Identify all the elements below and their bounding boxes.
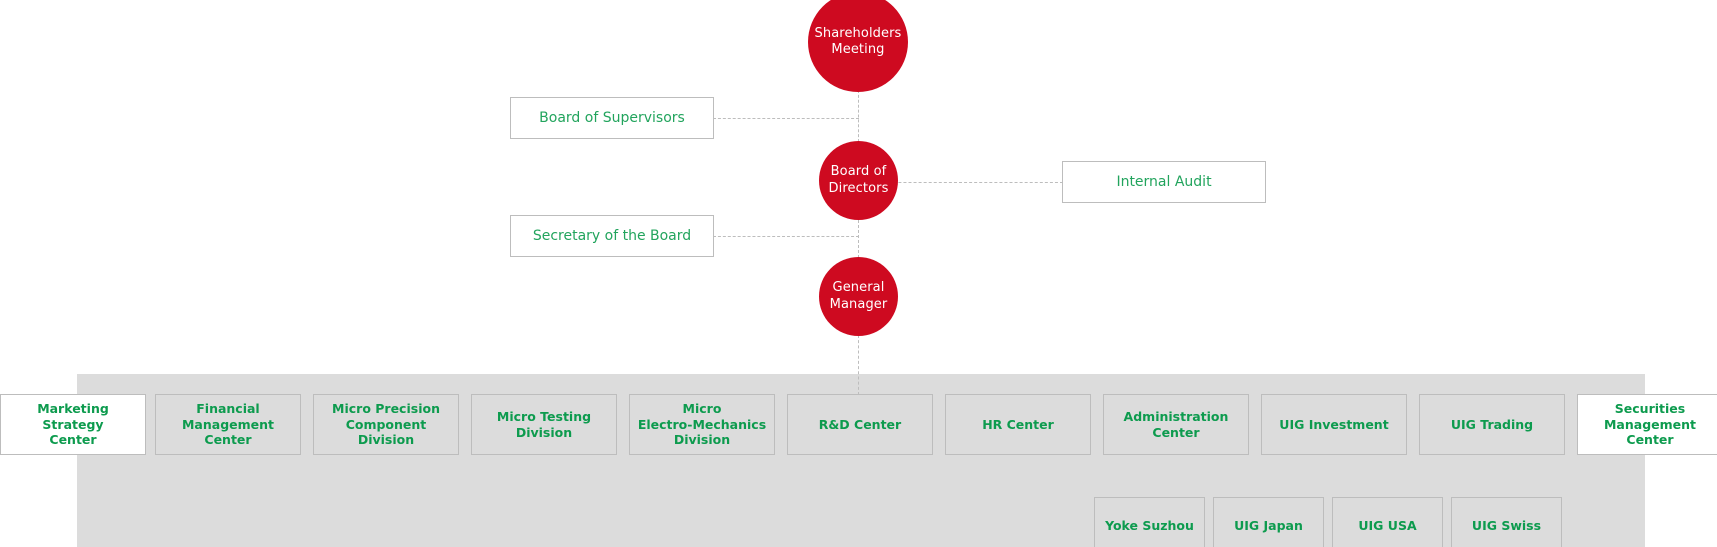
- dept-label-line: Center: [204, 432, 252, 448]
- dept-box-micro-testing-division[interactable]: Micro Testing Division: [471, 394, 617, 455]
- sub-label: Yoke Suzhou: [1105, 518, 1194, 534]
- shareholders-meeting-label-line2: Meeting: [831, 42, 885, 57]
- general-manager-label-line2: Manager: [829, 296, 888, 312]
- sub-label: UIG USA: [1358, 518, 1417, 534]
- dept-label-line: Management: [181, 416, 274, 432]
- board-of-directors-label-line2: Directors: [828, 180, 889, 196]
- sub-box-yoke-suzhou[interactable]: Yoke Suzhou: [1094, 497, 1205, 547]
- dept-box-administration-center[interactable]: Administration Center: [1103, 394, 1249, 455]
- dept-label-line: R&D Center: [818, 416, 902, 432]
- node-internal-audit[interactable]: Internal Audit: [1062, 161, 1266, 203]
- internal-audit-label: Internal Audit: [1116, 174, 1212, 190]
- connector-shareholders-to-board: [858, 90, 859, 142]
- dept-label-line: Micro: [682, 401, 722, 417]
- dept-label-line: Management: [1603, 416, 1696, 432]
- connector-board-to-gm: [858, 220, 859, 258]
- board-of-supervisors-label: Board of Supervisors: [539, 110, 685, 126]
- dept-label-line: Center: [1626, 432, 1674, 448]
- sub-label: UIG Japan: [1234, 518, 1303, 534]
- dept-label-line: Administration: [1123, 408, 1229, 424]
- dept-label-line: Division: [515, 424, 573, 440]
- secretary-of-the-board-label: Secretary of the Board: [532, 228, 692, 244]
- node-board-of-directors[interactable]: Board of Directors: [819, 141, 898, 220]
- dept-label-line: Electro-Mechanics: [637, 416, 767, 432]
- dept-label-line: Financial: [196, 401, 260, 417]
- dept-label-line: Securities: [1614, 401, 1686, 417]
- dept-label-line: HR Center: [982, 416, 1054, 432]
- general-manager-label-line1: General: [832, 280, 885, 296]
- dept-label-line: Center: [49, 432, 97, 448]
- sub-box-uig-usa[interactable]: UIG USA: [1332, 497, 1443, 547]
- node-shareholders-meeting[interactable]: Shareholders Meeting: [808, 0, 908, 92]
- shareholders-meeting-label-line1: Shareholders: [814, 25, 902, 41]
- dept-box-uig-trading[interactable]: UIG Trading: [1419, 394, 1565, 455]
- connector-spine-to-internal-audit: [858, 182, 1063, 183]
- dept-label-line: UIG Trading: [1450, 416, 1534, 432]
- dept-label-line: UIG Investment: [1279, 416, 1389, 432]
- connector-secretary-to-spine: [713, 236, 859, 237]
- dept-label-line: Marketing Strategy: [37, 401, 109, 432]
- node-general-manager[interactable]: General Manager: [819, 257, 898, 336]
- sub-label: UIG Swiss: [1471, 518, 1542, 534]
- node-secretary-of-the-board[interactable]: Secretary of the Board: [510, 215, 714, 257]
- dept-box-financial-management-center[interactable]: Financial Management Center: [155, 394, 301, 455]
- sub-box-uig-swiss[interactable]: UIG Swiss: [1451, 497, 1562, 547]
- node-board-of-supervisors[interactable]: Board of Supervisors: [510, 97, 714, 139]
- dept-label-line: Micro Testing: [496, 408, 592, 424]
- dept-box-micro-precision-component-division[interactable]: Micro Precision Component Division: [313, 394, 459, 455]
- dept-box-rd-center[interactable]: R&D Center: [787, 394, 933, 455]
- dept-label-line: Component Division: [345, 416, 427, 448]
- board-of-directors-label-line1: Board of: [830, 164, 887, 180]
- dept-label-line: Center: [1152, 424, 1200, 440]
- dept-box-securities-management-center[interactable]: Securities Management Center: [1577, 394, 1717, 455]
- dept-box-uig-investment[interactable]: UIG Investment: [1261, 394, 1407, 455]
- dept-label-line: Division: [673, 432, 731, 448]
- connector-supervisors-to-spine: [713, 118, 859, 119]
- dept-label-line: Micro Precision: [332, 401, 440, 417]
- sub-box-uig-japan[interactable]: UIG Japan: [1213, 497, 1324, 547]
- dept-box-marketing-strategy-center[interactable]: Marketing Strategy Center: [0, 394, 146, 455]
- connector-gm-to-departments: [858, 335, 859, 395]
- dept-box-hr-center[interactable]: HR Center: [945, 394, 1091, 455]
- dept-box-micro-electro-mechanics-division[interactable]: Micro Electro-Mechanics Division: [629, 394, 775, 455]
